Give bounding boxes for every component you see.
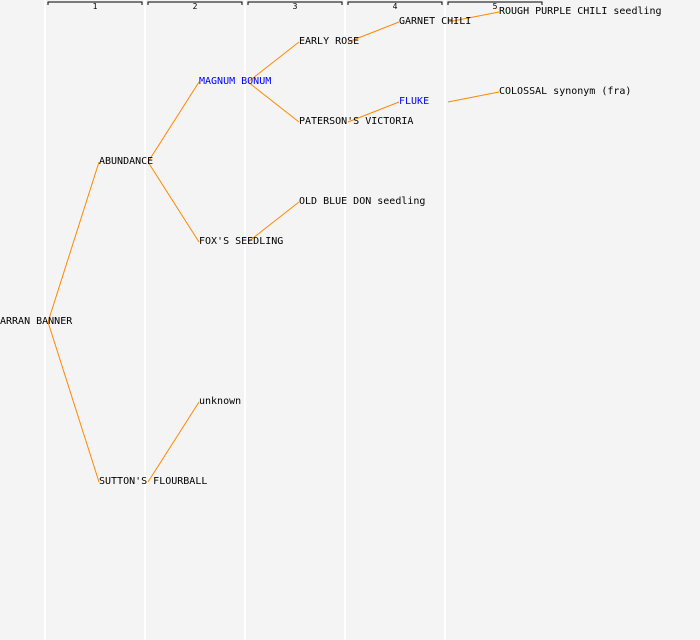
pedigree-edge (147, 81, 200, 163)
generation-bracket (147, 1, 243, 5)
pedigree-edge (347, 21, 400, 43)
node-colossal[interactable]: COLOSSAL synonym (fra) (499, 86, 632, 97)
node-arran[interactable]: ARRAN BANNER (0, 316, 73, 327)
pedigree-edge (147, 401, 200, 483)
pedigree-edge (347, 101, 400, 123)
pedigree-edge (47, 161, 100, 323)
pedigree-edge (247, 201, 300, 243)
node-rough[interactable]: ROUGH PURPLE CHILI seedling (499, 6, 662, 17)
pedigree-edge (147, 161, 200, 243)
node-unknown[interactable]: unknown (199, 396, 242, 407)
node-sutton[interactable]: SUTTON'S FLOURBALL (99, 476, 208, 487)
generation-number: 4 (392, 2, 398, 11)
pedigree-edge (247, 41, 300, 83)
node-magnum[interactable]: MAGNUM BONUM (199, 76, 272, 87)
generation-number: 3 (292, 2, 298, 11)
node-abundance[interactable]: ABUNDANCE (99, 156, 154, 167)
node-fluke[interactable]: FLUKE (399, 96, 430, 107)
node-oldblue[interactable]: OLD BLUE DON seedling (299, 196, 426, 207)
generation-bracket (347, 1, 443, 5)
generation-bracket (247, 1, 343, 5)
pedigree-edge (47, 321, 100, 483)
node-garnet[interactable]: GARNET CHILI (399, 16, 472, 27)
pedigree-edge (247, 81, 300, 123)
pedigree-edge (447, 11, 500, 23)
generation-number: 1 (92, 2, 98, 11)
generation-bracket (47, 1, 143, 5)
pedigree-edge (447, 91, 500, 103)
generation-number: 5 (492, 2, 498, 11)
generation-bracket (447, 1, 543, 5)
node-early[interactable]: EARLY ROSE (299, 36, 360, 47)
generation-number: 2 (192, 2, 198, 11)
node-paterson[interactable]: PATERSON'S VICTORIA (299, 116, 414, 127)
node-fox[interactable]: FOX'S SEEDLING (199, 236, 284, 247)
